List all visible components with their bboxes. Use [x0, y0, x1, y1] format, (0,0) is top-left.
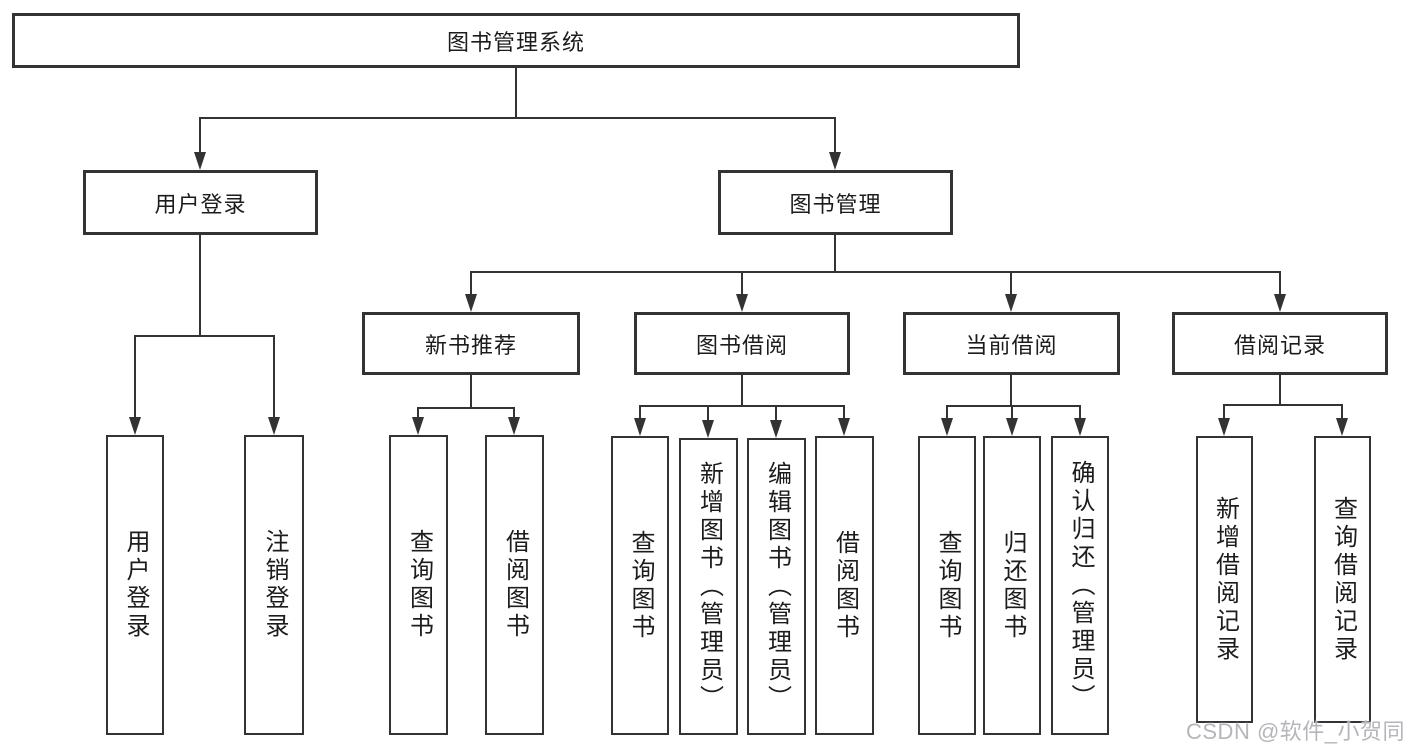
edge-split-book-mgmt: [470, 271, 1281, 273]
edge-stem-new-book-rec: [470, 375, 472, 409]
node-label-query-book-borrow: 查询图书: [627, 529, 654, 642]
edge-split-book-borrow: [639, 405, 845, 407]
node-new-book-rec: 新书推荐: [362, 312, 580, 375]
node-current-borrow: 当前借阅: [903, 312, 1120, 375]
node-label-add-borrow-record: 新增借阅记录: [1211, 495, 1239, 664]
node-borrow-book-new: 借阅图书: [485, 435, 544, 735]
node-label-user-login-v: 用户登录: [122, 529, 149, 641]
edge-stem-borrow-record: [1279, 375, 1281, 406]
edge-drop-logout: [273, 336, 275, 418]
arrowhead-add-borrow-record: [1218, 418, 1230, 436]
edge-drop-user-login: [199, 118, 201, 153]
arrowhead-query-book-current: [941, 418, 953, 436]
edge-drop-query-book-new: [417, 408, 419, 418]
csdn-watermark: CSDN @软件_小贺同学: [1186, 719, 1405, 744]
edge-drop-new-book-rec: [470, 272, 472, 295]
arrowhead-borrow-record: [1274, 294, 1286, 312]
edge-stem-user-login: [199, 235, 201, 337]
arrowhead-query-book-new: [412, 417, 424, 435]
node-label-edit-book: 编辑图书（管理员）: [763, 460, 791, 713]
edge-drop-edit-book: [775, 406, 777, 421]
node-label-root: 图书管理系统: [446, 29, 585, 55]
node-root: 图书管理系统: [12, 13, 1020, 68]
node-label-new-book-rec: 新书推荐: [424, 332, 517, 358]
node-label-query-book-current: 查询图书: [934, 529, 961, 642]
arrowhead-user-login: [194, 152, 206, 170]
node-edit-book: 编辑图书（管理员）: [747, 438, 806, 735]
node-query-book-new: 查询图书: [389, 435, 448, 735]
node-label-add-book: 新增图书（管理员）: [695, 460, 723, 713]
node-label-confirm-return: 确认归还（管理员）: [1067, 459, 1094, 712]
edge-drop-borrow-book: [843, 406, 845, 419]
node-confirm-return: 确认归还（管理员）: [1051, 436, 1109, 735]
edge-drop-book-mgmt: [834, 118, 836, 153]
arrowhead-query-borrow-record: [1336, 418, 1348, 436]
node-query-book-current: 查询图书: [918, 436, 976, 735]
edge-drop-return-book: [1011, 406, 1013, 419]
edge-split-root: [199, 117, 836, 119]
edge-stem-current-borrow: [1010, 375, 1012, 407]
node-label-borrow-book: 借阅图书: [831, 529, 859, 642]
edge-split-current-borrow: [946, 405, 1081, 407]
node-label-current-borrow: 当前借阅: [965, 332, 1058, 358]
node-logout: 注销登录: [244, 435, 304, 735]
edge-drop-add-book: [707, 406, 709, 421]
arrowhead-current-borrow: [1005, 294, 1017, 312]
node-label-user-login: 用户登录: [154, 191, 247, 217]
node-label-query-book-new: 查询图书: [405, 529, 433, 641]
node-label-borrow-book-new: 借阅图书: [501, 529, 529, 641]
edge-stem-book-borrow: [741, 375, 743, 407]
edge-drop-add-borrow-record: [1223, 405, 1225, 419]
node-book-mgmt: 图书管理: [718, 170, 953, 235]
arrowhead-book-mgmt: [829, 152, 841, 170]
node-user-login: 用户登录: [83, 170, 318, 235]
arrowhead-borrow-book: [838, 418, 850, 436]
arrowhead-query-book-borrow: [634, 418, 646, 436]
node-label-logout: 注销登录: [261, 529, 288, 641]
node-label-borrow-record: 借阅记录: [1233, 332, 1326, 358]
node-user-login-v: 用户登录: [106, 435, 164, 735]
arrowhead-user-login-v: [129, 417, 141, 435]
edge-drop-borrow-record: [1279, 272, 1281, 295]
node-borrow-record: 借阅记录: [1172, 312, 1388, 375]
arrowhead-book-borrow: [736, 294, 748, 312]
edge-drop-query-borrow-record: [1341, 405, 1343, 419]
edge-drop-query-book-current: [946, 406, 948, 419]
edge-split-borrow-record: [1223, 404, 1343, 406]
edge-drop-query-book-borrow: [639, 406, 641, 419]
arrowhead-add-book: [702, 420, 714, 438]
node-label-return-book: 归还图书: [999, 529, 1026, 642]
edge-drop-user-login-v: [134, 336, 136, 418]
node-label-book-borrow: 图书借阅: [695, 332, 788, 358]
edge-split-new-book-rec: [417, 407, 515, 409]
node-add-borrow-record: 新增借阅记录: [1196, 436, 1253, 723]
arrowhead-borrow-book-new: [508, 417, 520, 435]
arrowhead-logout: [268, 417, 280, 435]
node-query-book-borrow: 查询图书: [611, 436, 669, 735]
node-return-book: 归还图书: [983, 436, 1041, 735]
node-label-query-borrow-record: 查询借阅记录: [1329, 495, 1357, 664]
edge-stem-book-mgmt: [834, 235, 836, 273]
node-query-borrow-record: 查询借阅记录: [1314, 436, 1371, 723]
node-label-book-mgmt: 图书管理: [789, 191, 882, 217]
node-add-book: 新增图书（管理员）: [679, 438, 738, 735]
edge-drop-confirm-return: [1079, 406, 1081, 419]
arrowhead-new-book-rec: [465, 294, 477, 312]
arrowhead-return-book: [1006, 418, 1018, 436]
node-book-borrow: 图书借阅: [634, 312, 850, 375]
arrowhead-confirm-return: [1074, 418, 1086, 436]
edge-drop-current-borrow: [1010, 272, 1012, 295]
edge-drop-borrow-book-new: [513, 408, 515, 418]
edge-stem-root: [515, 68, 517, 119]
edge-drop-book-borrow: [741, 272, 743, 295]
node-borrow-book: 借阅图书: [815, 436, 874, 735]
arrowhead-edit-book: [770, 420, 782, 438]
edge-split-user-login: [134, 335, 275, 337]
